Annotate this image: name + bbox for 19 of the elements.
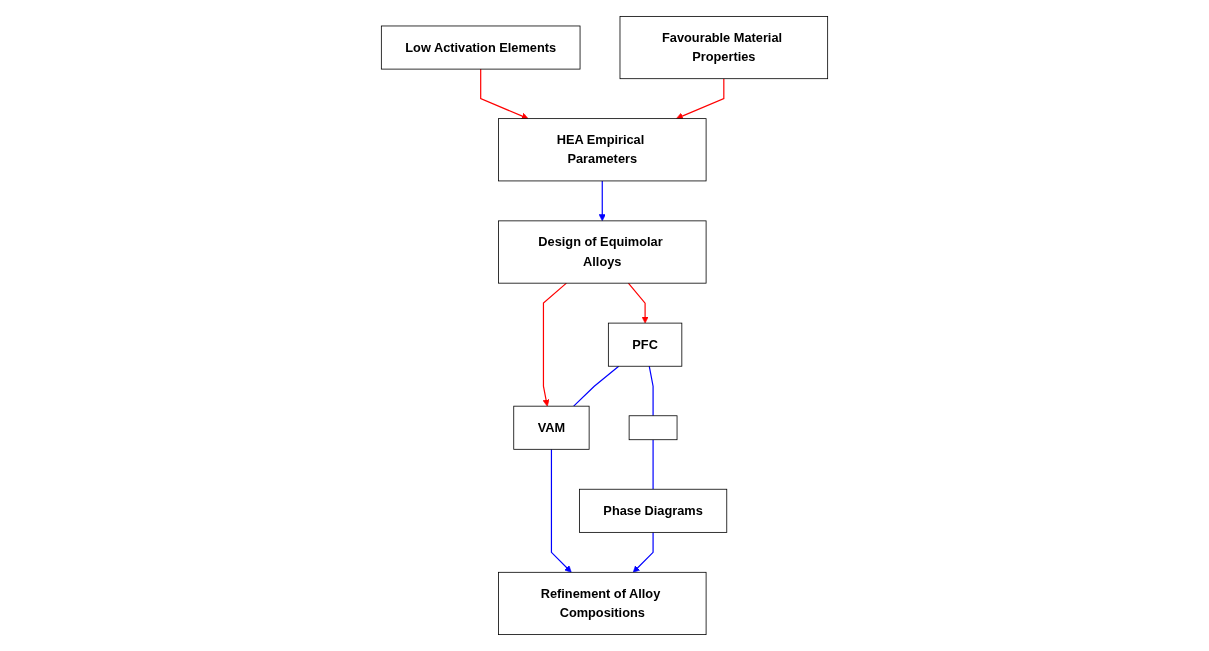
node-box: Refinement of Alloy Compositions — [498, 571, 707, 635]
node-box: Favourable Material Properties — [619, 16, 829, 80]
arrow — [676, 78, 725, 120]
node-box: Phase Diagrams — [579, 488, 728, 533]
node-box — [628, 415, 678, 441]
connector — [573, 365, 620, 407]
arrow — [550, 448, 572, 573]
connector — [652, 439, 654, 490]
arrow — [598, 180, 606, 222]
arrow — [542, 282, 567, 407]
node-box: PFC — [607, 322, 683, 367]
node-box: Design of Equimolar Alloys — [498, 220, 707, 284]
node-box: VAM — [513, 405, 590, 450]
arrow — [627, 282, 649, 324]
node-box: HEA Empirical Parameters — [498, 118, 707, 182]
connector — [648, 365, 654, 417]
arrow — [480, 68, 529, 120]
arrow — [632, 531, 654, 573]
node-box: Low Activation Elements — [380, 25, 581, 70]
